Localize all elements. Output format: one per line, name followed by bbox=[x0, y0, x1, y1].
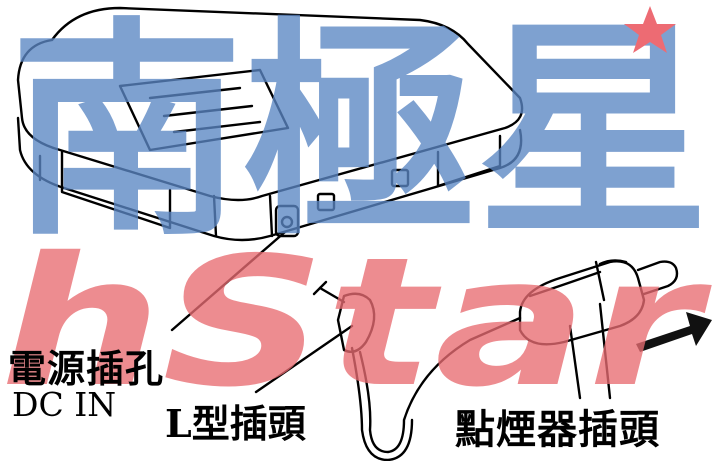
watermark-bottom-text: hStar bbox=[0, 219, 712, 426]
label-l-plug: L型插頭 bbox=[165, 401, 306, 446]
switch-1 bbox=[316, 192, 336, 212]
l-plug-body bbox=[336, 292, 376, 353]
device-top-face bbox=[16, 6, 524, 202]
dc-jack bbox=[274, 204, 300, 238]
label-cigarette-plug: 點煙器插頭 bbox=[455, 406, 660, 453]
watermark-star-icon bbox=[624, 6, 676, 53]
leader-dc-in bbox=[170, 230, 287, 332]
leader-l-plug bbox=[254, 324, 354, 394]
device-right-slot bbox=[436, 134, 502, 188]
leader-cig bbox=[568, 324, 582, 400]
device-left-slot bbox=[60, 150, 172, 230]
l-plug-pin bbox=[318, 286, 346, 304]
switch-2 bbox=[390, 168, 410, 188]
label-dc-in-english: DC IN bbox=[12, 385, 117, 424]
cig-plug-tip bbox=[636, 260, 679, 296]
insert-arrow bbox=[636, 312, 712, 352]
device-panel bbox=[118, 68, 290, 152]
cig-plug-body bbox=[518, 260, 646, 346]
cable bbox=[358, 316, 522, 454]
label-dc-in-chinese: 電源插孔 bbox=[8, 346, 165, 391]
watermark-top-text: 南極星 bbox=[10, 0, 710, 267]
device-side bbox=[16, 116, 523, 242]
